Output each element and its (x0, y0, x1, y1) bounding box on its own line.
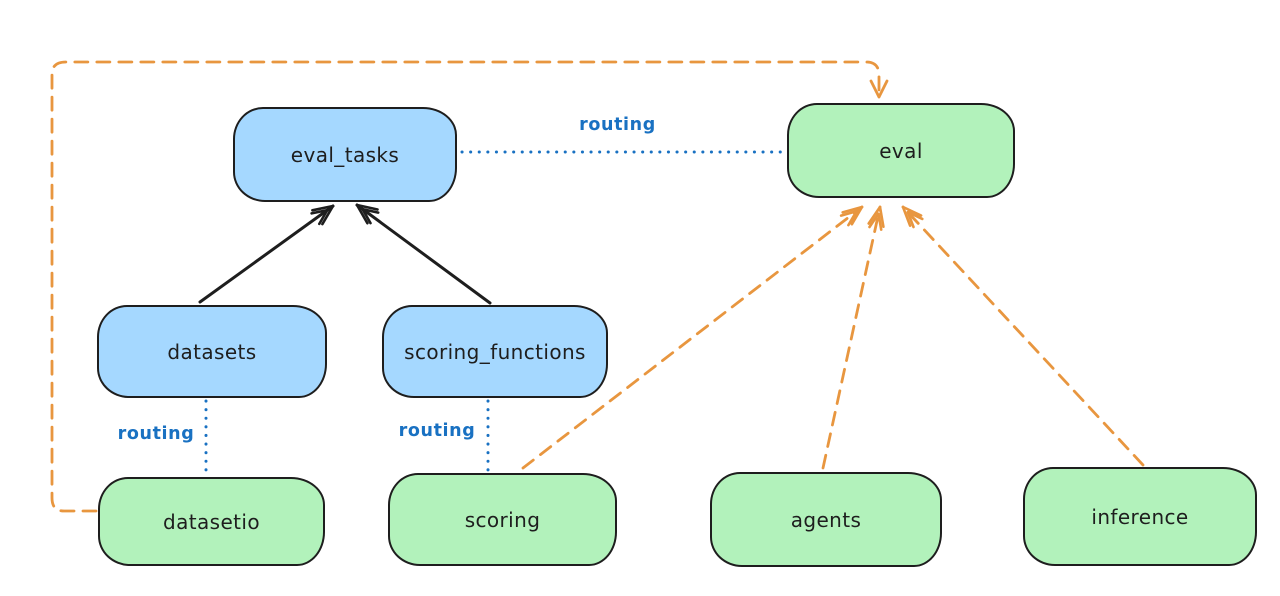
arrowhead-scoring-functions-eval-tasks (355, 203, 380, 225)
arrowhead-datasets-eval-tasks (310, 204, 335, 226)
node-inference[interactable]: inference (1023, 467, 1257, 566)
node-inference-label: inference (1091, 504, 1189, 529)
node-datasets-label: datasets (167, 339, 257, 364)
edge-scoring-functions-eval-tasks (355, 203, 492, 305)
edge-inference-eval (901, 205, 1145, 467)
edge-label-routing-eval-tasks-eval: routing (579, 115, 656, 135)
arrowhead-datasetio-eval (869, 79, 889, 99)
node-agents-label: agents (790, 507, 862, 532)
node-scoring[interactable]: scoring (388, 473, 617, 566)
node-eval-tasks[interactable]: eval_tasks (233, 107, 457, 202)
node-agents[interactable]: agents (710, 472, 942, 567)
edge-agents-eval (821, 205, 882, 470)
arrowhead-inference-eval (901, 205, 924, 229)
node-eval-label: eval (879, 138, 923, 163)
edge-datasetio-eval (50, 60, 881, 513)
edge-datasets-eval-tasks (198, 204, 335, 304)
node-eval[interactable]: eval (787, 103, 1015, 198)
node-scoring-label: scoring (464, 507, 541, 532)
edge-scoring-eval (521, 205, 864, 470)
node-eval-tasks-label: eval_tasks (290, 142, 400, 167)
node-datasetio-label: datasetio (162, 509, 260, 534)
edge-label-routing-datasets-datasetio: routing (117, 424, 195, 444)
node-datasetio[interactable]: datasetio (98, 477, 325, 566)
arrowhead-scoring-eval (839, 205, 864, 227)
edge-label-routing-scoring-functions-scoring: routing (398, 421, 476, 441)
node-scoring-functions-label: scoring_functions (404, 339, 586, 364)
node-datasets[interactable]: datasets (97, 305, 327, 398)
node-scoring-functions[interactable]: scoring_functions (382, 305, 608, 398)
arrowhead-agents-eval (867, 205, 885, 231)
